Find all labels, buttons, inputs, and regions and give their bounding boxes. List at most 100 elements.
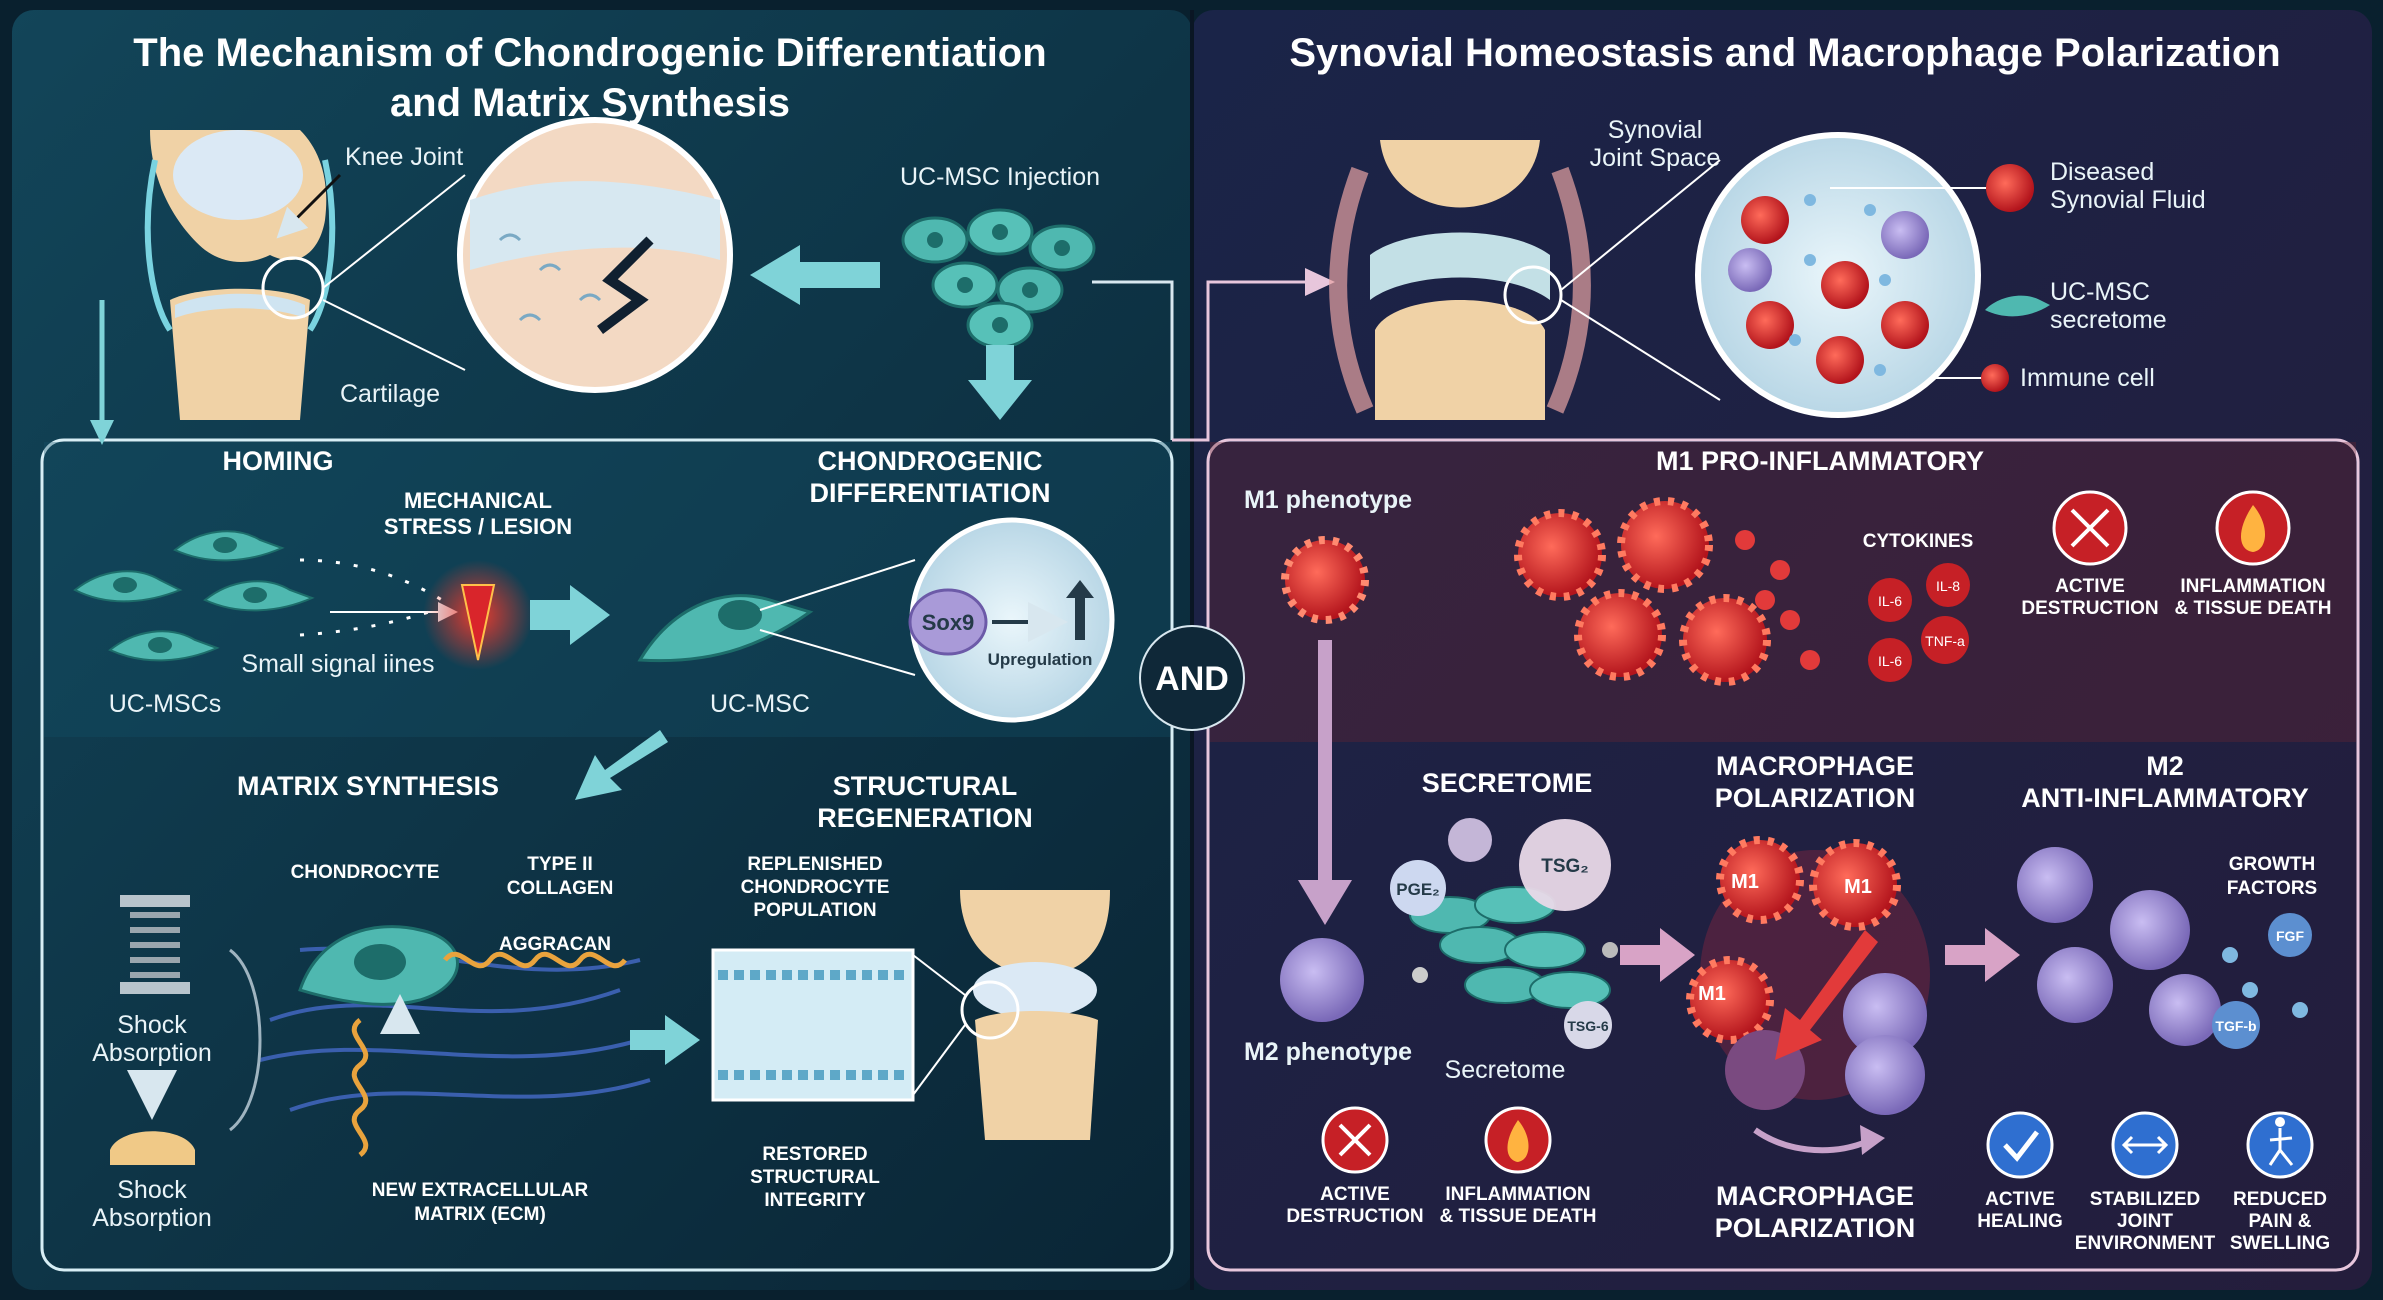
- cytokine-badge: [1868, 638, 1912, 682]
- m2-macrophage-icon: [1280, 938, 1364, 1022]
- cytokine-badge: [1921, 616, 1969, 664]
- knee-joint-pointer: [276, 173, 342, 239]
- immune-cell-label: Immune cell: [2020, 364, 2155, 392]
- aggrecan-label: AGGRACAN: [499, 934, 611, 955]
- left-inner-frame: [40, 438, 1174, 1272]
- check-glyph: [2003, 1130, 2039, 1162]
- secretome-legend-line2: secretome: [2050, 306, 2167, 334]
- polarization-arrow: [1775, 930, 1878, 1060]
- arrow-to-cartilage: [750, 245, 880, 305]
- right-title: Synovial Homeostasis and Macrophage Pola…: [1289, 31, 2280, 75]
- left-title-line1: The Mechanism of Chondrogenic Differenti…: [133, 31, 1046, 75]
- zoom-line: [759, 559, 916, 611]
- ecm-label-line1: NEW EXTRACELLULAR: [372, 1180, 589, 1201]
- shock-top-line2: Absorption: [92, 1039, 212, 1067]
- collagen-label-line1: TYPE II: [527, 854, 592, 875]
- m1-to-m2-arrow: [1298, 640, 1352, 925]
- tsg6-bubble: [1564, 1001, 1612, 1049]
- upregulation-label: Upregulation: [988, 650, 1093, 669]
- zoom-line: [322, 299, 466, 371]
- stability-glyph: [2121, 1135, 2169, 1155]
- cytokine-tag: IL-8: [1936, 578, 1960, 594]
- arrow-to-m2: [1945, 928, 2020, 982]
- m1-band: [1210, 442, 2356, 742]
- polarization-top-line1: MACROPHAGE: [1716, 751, 1914, 781]
- growth-line2: FACTORS: [2227, 878, 2317, 899]
- msc-cluster: [901, 208, 1096, 349]
- uc-msc-nucleus: [718, 600, 762, 630]
- arrow-to-polarization: [1620, 928, 1695, 982]
- tgf-label: TGF-b: [2215, 1018, 2256, 1034]
- secretome-legend-line1: UC-MSC: [2050, 278, 2150, 306]
- uc-msc-cell: [637, 594, 814, 663]
- secretome-caption: Secretome: [1445, 1056, 1566, 1084]
- diseased-line2: Synovial Fluid: [2050, 186, 2206, 214]
- signal-lines: [299, 558, 451, 637]
- healing-line1: ACTIVE: [1985, 1189, 2055, 1210]
- right-inner-frame: [1206, 438, 2360, 1272]
- shock-bottom-line1: Shock: [117, 1176, 187, 1204]
- uc-mscs-label: UC-MSCs: [109, 690, 222, 718]
- collagen-helix: [351, 1018, 369, 1157]
- synovial-line2: Joint Space: [1590, 144, 1721, 172]
- restored-line1: RESTORED: [762, 1144, 867, 1165]
- replenished-line2: CHONDROCYTE: [741, 877, 890, 898]
- matrix-header: MATRIX SYNTHESIS: [237, 771, 499, 801]
- healthy-knee-illustration: [960, 890, 1110, 1140]
- bottom-active-line1: ACTIVE: [1320, 1184, 1390, 1205]
- cytokine-badge: [1926, 563, 1970, 607]
- replenished-line1: REPLENISHED: [747, 854, 882, 875]
- knee-joint-label: Knee Joint: [345, 143, 463, 171]
- polarization-curve-head: [1860, 1125, 1885, 1155]
- restored-line2: STRUCTURAL: [750, 1167, 880, 1188]
- up-arrow-icon: [1066, 580, 1094, 640]
- zoom-line: [912, 1024, 966, 1096]
- zoom-line: [322, 174, 466, 289]
- stabilized-line3: ENVIRONMENT: [2075, 1233, 2216, 1254]
- chondrocyte-nucleus: [354, 944, 406, 980]
- fgf-label: FGF: [2276, 928, 2304, 944]
- right-connector: [1172, 280, 1330, 442]
- reduced-line3: SWELLING: [2230, 1233, 2330, 1254]
- arrow-to-differentiation: [968, 345, 1032, 420]
- bottom-inflammation-line1: INFLAMMATION: [1445, 1184, 1590, 1205]
- uc-msc-label: UC-MSC: [710, 690, 810, 718]
- signal-label: Small signal iines: [241, 650, 434, 678]
- ecm-fibers: [259, 946, 651, 1112]
- diseased-line1: Diseased: [2050, 158, 2154, 186]
- m1-tag: M1: [1731, 871, 1759, 893]
- synovial-fluid-lens: [1695, 132, 1981, 418]
- destruction-glyph: [1338, 1123, 1372, 1157]
- ecm-label-line2: MATRIX (ECM): [414, 1204, 546, 1225]
- aggrecan-helix: [443, 951, 627, 969]
- uc-mscs-cells: [73, 530, 315, 662]
- cytokine-badge: [1868, 578, 1912, 622]
- inflammation-line1: INFLAMMATION: [2180, 576, 2325, 597]
- m1-phenotype-label: M1 phenotype: [1244, 486, 1412, 514]
- diseased-fluid-icon: [1986, 164, 2034, 212]
- chondrocyte-label: CHONDROCYTE: [291, 862, 440, 883]
- inflammation-line2: & TISSUE DEATH: [2175, 598, 2332, 619]
- injection-connector: [1092, 280, 1174, 440]
- homing-connector-head: [90, 420, 114, 445]
- shock-top-line1: Shock: [117, 1011, 187, 1039]
- stabilized-line1: STABILIZED: [2090, 1189, 2200, 1210]
- immune-cell-icon: [1981, 364, 2009, 392]
- tsg2-label: TSG₂: [1541, 856, 1589, 877]
- tgf-badge: [2212, 1001, 2260, 1049]
- replenished-line3: POPULATION: [753, 900, 876, 921]
- synovial-line1: Synovial: [1608, 116, 1703, 144]
- pge2-label: PGE₂: [1396, 880, 1439, 899]
- m1-tag: M1: [1698, 983, 1726, 1005]
- cartilage-zoom-lens: [457, 117, 733, 393]
- tsg6-label: TSG-6: [1567, 1018, 1608, 1034]
- m2-header-line2: ANTI-INFLAMMATORY: [2021, 783, 2308, 813]
- arrow-to-matrix: [575, 730, 668, 800]
- zoom-line: [1560, 159, 1721, 291]
- active-destruction-line1: ACTIVE: [2055, 576, 2125, 597]
- destruction-glyph: [2070, 508, 2110, 548]
- chondro-line2: DIFFERENTIATION: [810, 478, 1051, 508]
- cytokines-label: CYTOKINES: [1863, 531, 1974, 552]
- reduced-line1: REDUCED: [2233, 1189, 2327, 1210]
